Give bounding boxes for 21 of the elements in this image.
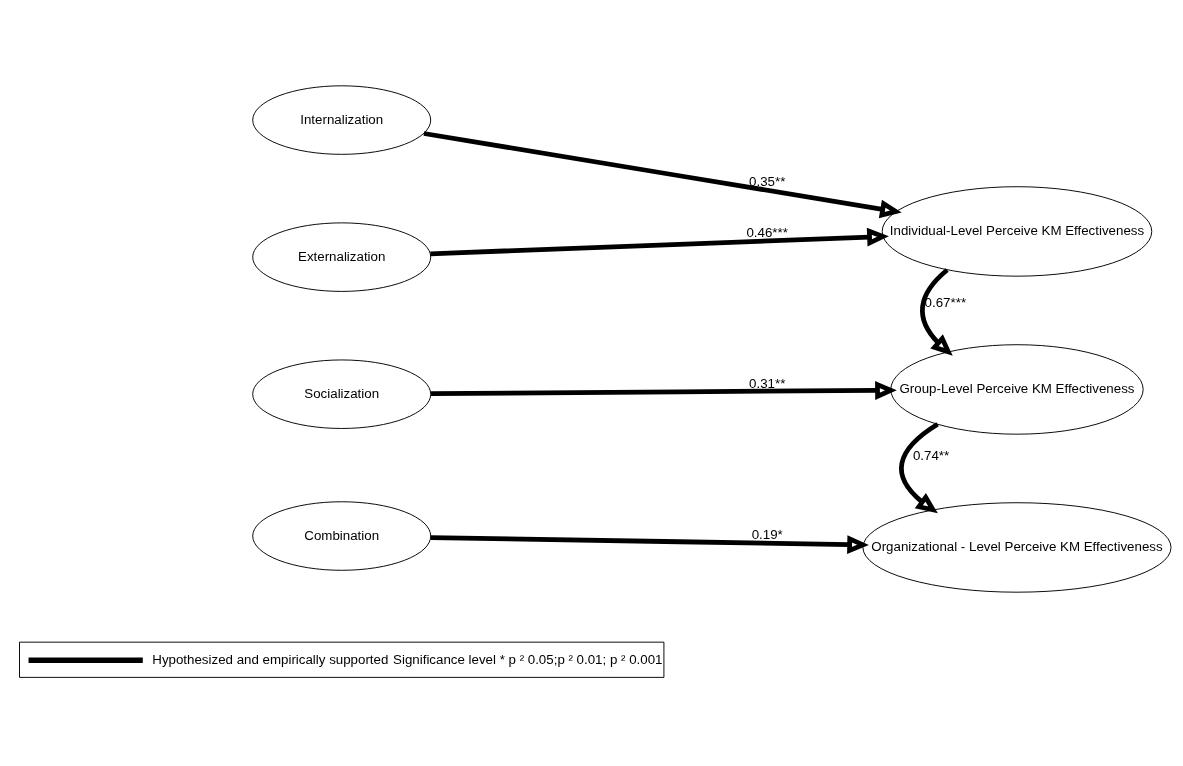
node-ellipse: Internalization <box>252 84 432 155</box>
node-ellipse: Combination <box>252 500 432 571</box>
edge-label: 0.67*** <box>924 294 967 310</box>
arrow <box>899 421 939 513</box>
edge-label: 0.19* <box>751 526 783 542</box>
node-ellipse: Externalization <box>252 221 432 292</box>
node-ellipse: Individual-Level Perceive KM Effectiveness <box>881 185 1153 277</box>
node-ellipse: Socialization <box>252 358 432 429</box>
edge-label: 0.35** <box>749 173 786 189</box>
edge-label: 0.46*** <box>746 224 788 240</box>
node-ellipse: Organizational - Level Perceive KM Effectiveness <box>862 501 1172 593</box>
arrow <box>920 267 953 356</box>
legend-label: Hypothesized and empirically supported <box>152 651 389 667</box>
arrow <box>430 534 869 554</box>
label: Significance level * p ² 0.05;p ² 0.01; p ² 0.001 <box>393 651 663 667</box>
arrow <box>423 130 902 218</box>
edge-label: 0.74** <box>912 447 950 463</box>
node-ellipse: Group-Level Perceive KM Effectiveness <box>890 343 1144 435</box>
arrow <box>430 227 889 256</box>
arrow <box>431 380 897 400</box>
edge-label: 0.31** <box>749 375 786 391</box>
